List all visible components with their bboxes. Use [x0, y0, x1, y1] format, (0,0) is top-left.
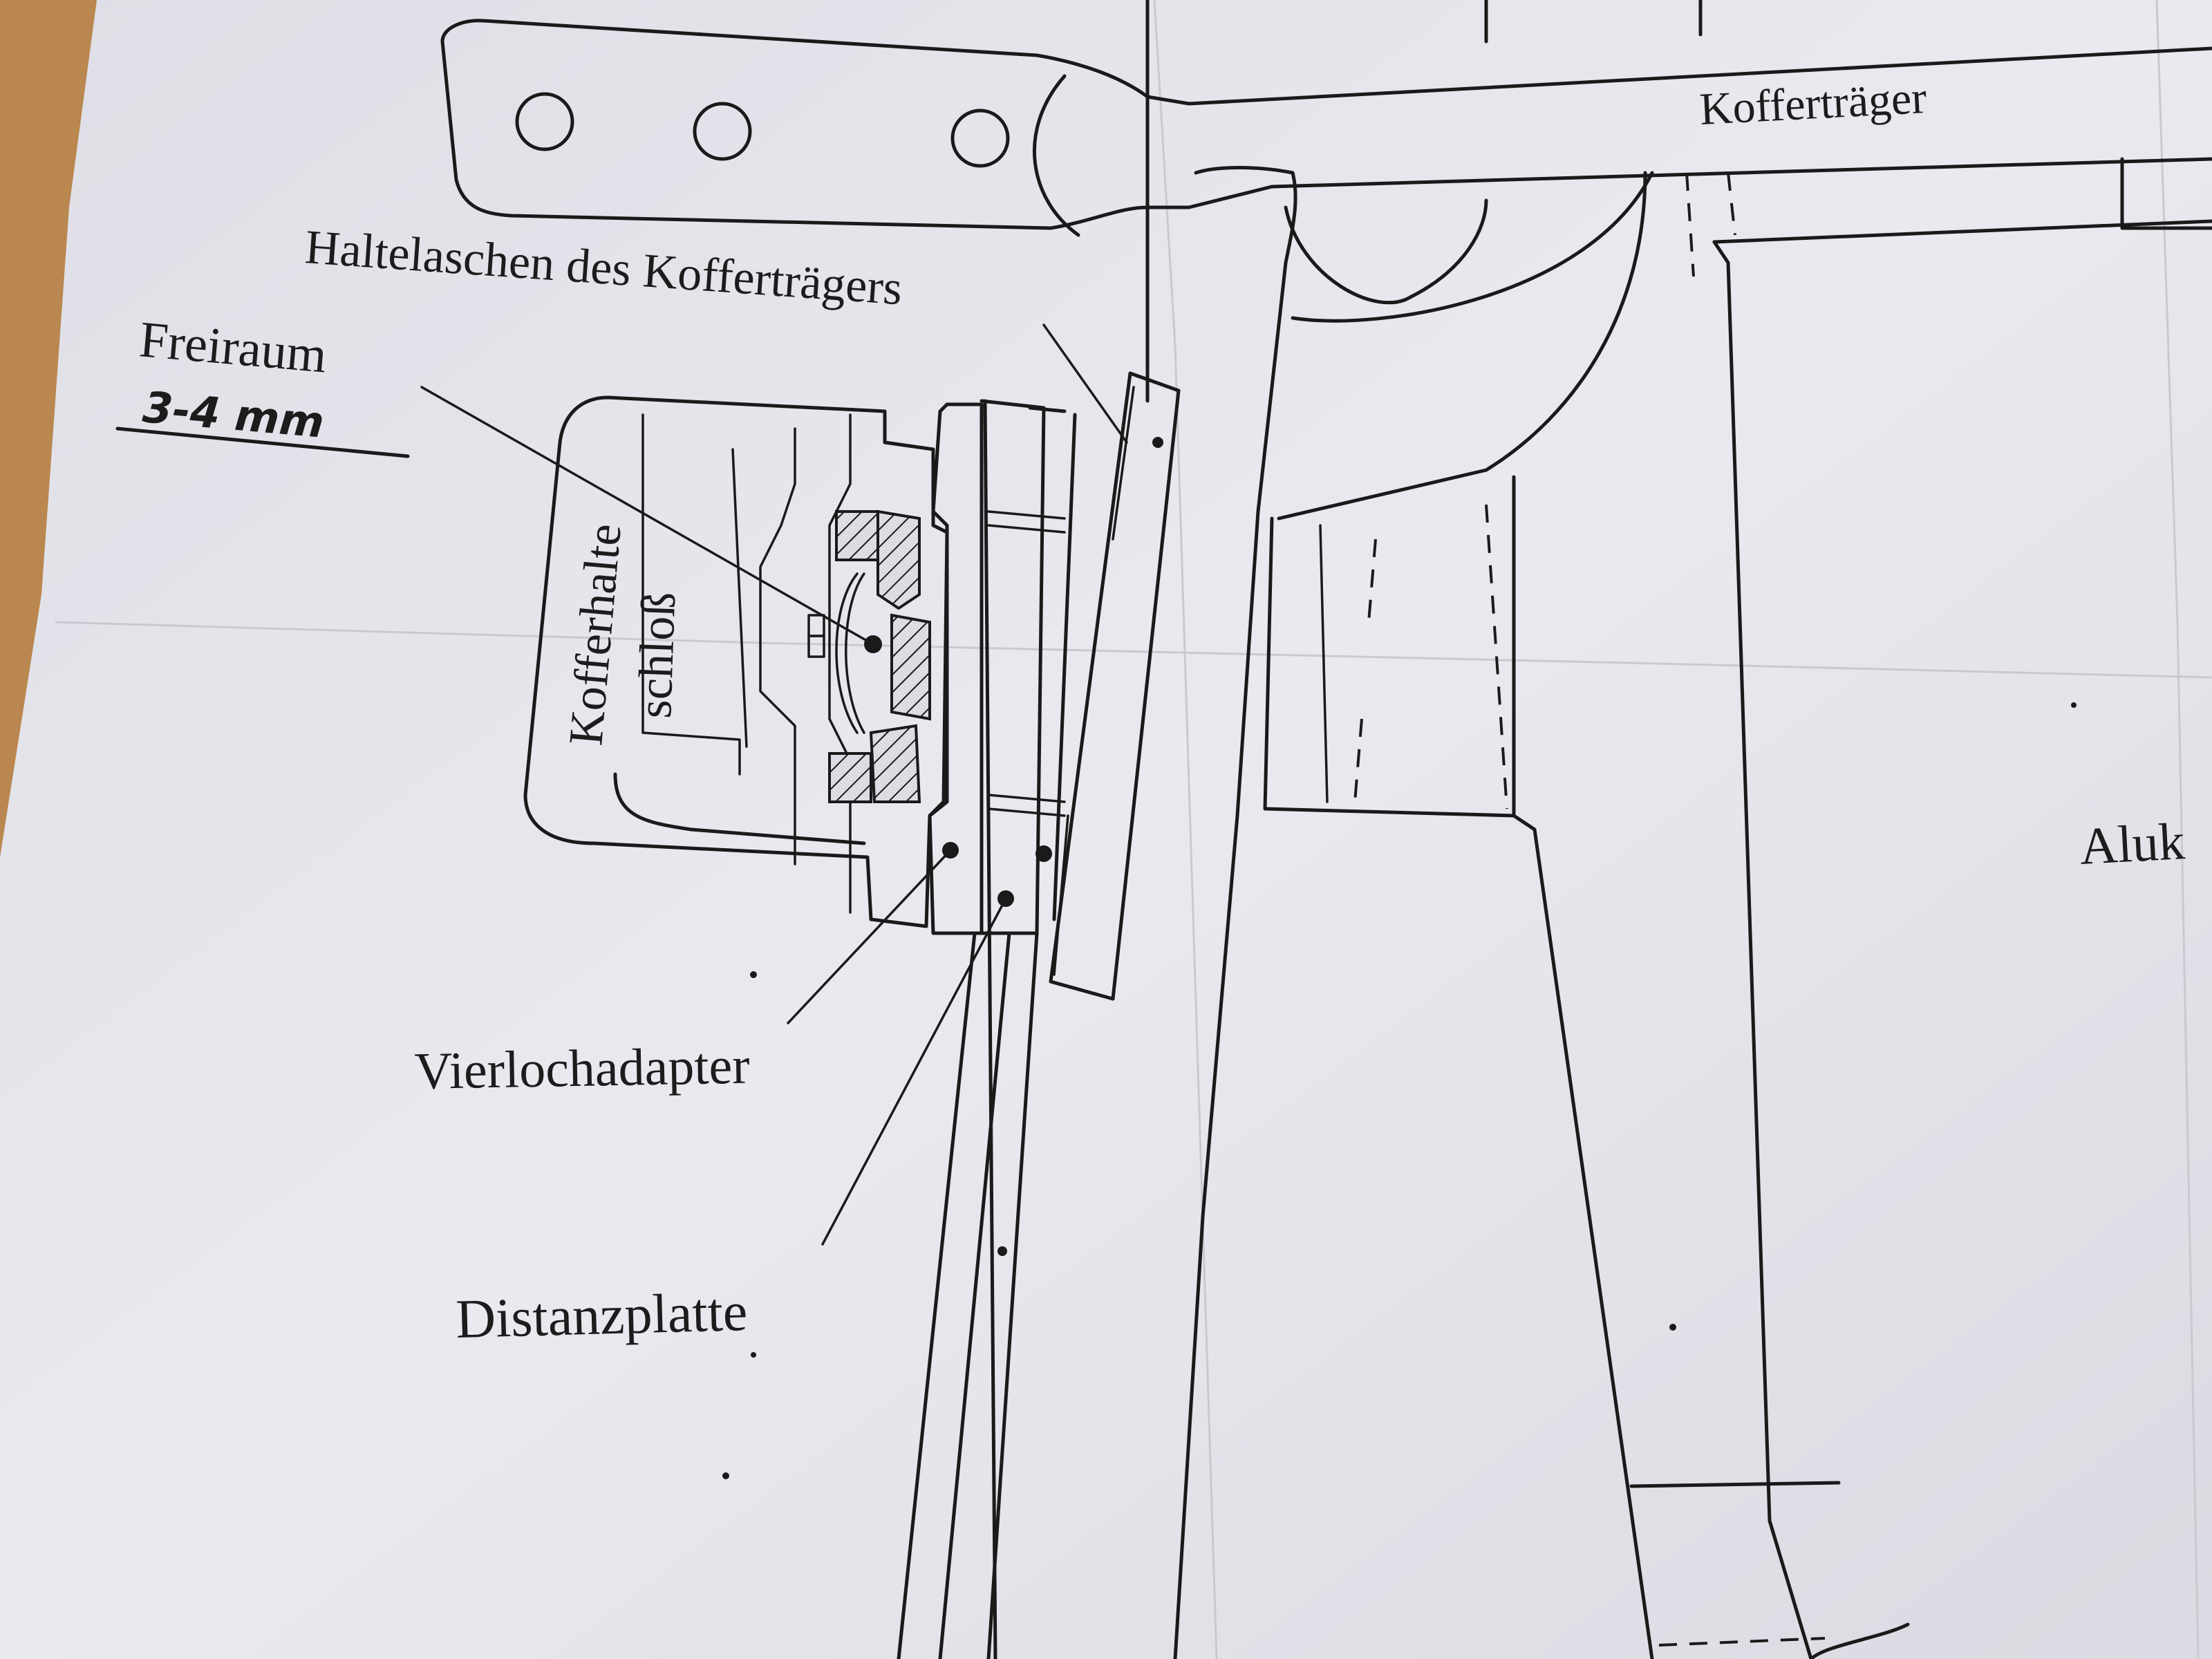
print-specks: [722, 702, 2077, 1479]
leader-freiraum: [420, 386, 874, 646]
kofferhalteschloss-part: [523, 395, 949, 928]
hatch-block-4: [828, 752, 872, 803]
hatch-block-5: [869, 724, 921, 803]
leader-lines: [420, 324, 1128, 1246]
hatch-block-3: [890, 613, 931, 721]
mounting-plates: [897, 371, 1181, 1659]
mount-hole-1: [515, 92, 574, 151]
hatch-block-1: [835, 510, 879, 561]
frame-assembly: [1173, 166, 2212, 1659]
mount-hole-2: [693, 102, 752, 161]
freiraum-underline: [115, 427, 410, 458]
label-alukoffer-partial: Aluk: [2078, 812, 2186, 876]
label-koffertraeger: Kofferträger: [1698, 73, 1928, 135]
leader-vierlochadapter: [787, 849, 952, 1024]
mount-hole-3: [950, 109, 1010, 168]
label-distanzplatte: Distanzplatte: [455, 1282, 748, 1350]
hatch-block-2: [877, 509, 921, 610]
label-kofferhalteschloss-2: schloß: [628, 591, 686, 719]
koffertraeger-bar: [440, 0, 2212, 403]
leader-haltelaschen: [1042, 324, 1128, 444]
label-vierlochadapter: Vierlochadapter: [414, 1037, 750, 1100]
leader-distanzplatte: [821, 897, 1007, 1246]
